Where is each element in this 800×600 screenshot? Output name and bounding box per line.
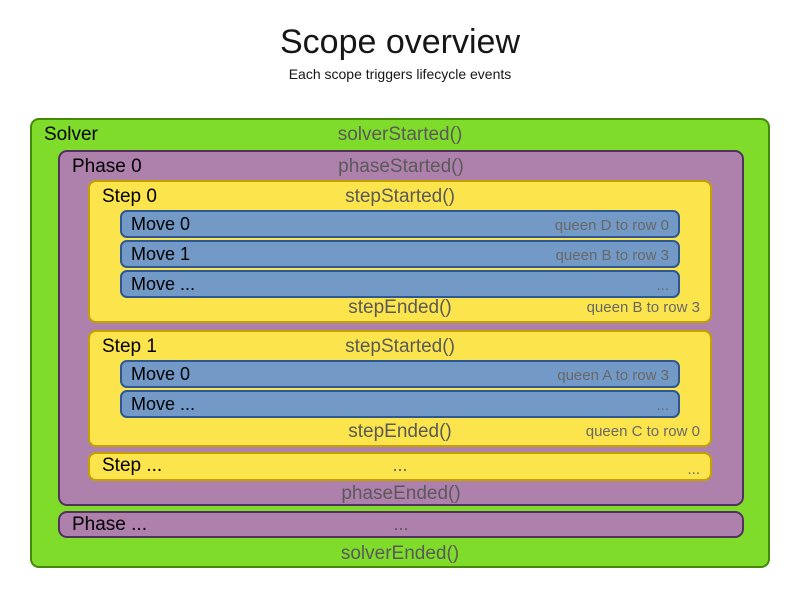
step0-scope-box: Step 0 stepStarted() Move 0 queen D to r… (88, 180, 712, 323)
step-more-box: Step ... ... ... (88, 452, 712, 481)
phase0-header: Phase 0 phaseStarted() (60, 155, 742, 179)
phase0-label: Phase 0 (72, 156, 142, 177)
step1-move0-label: Move 0 (131, 364, 191, 384)
step1-move0-note: queen A to row 3 (557, 367, 669, 384)
phase0-scope-box: Phase 0 phaseStarted() Step 0 stepStarte… (58, 150, 744, 506)
phase-ended-row: phaseEnded() (60, 483, 742, 505)
step0-started-event: stepStarted() (345, 186, 455, 207)
step-more-right-dots: ... (687, 461, 700, 478)
page-title: Scope overview (279, 23, 520, 61)
step-more-center-dots: ... (392, 455, 408, 475)
step0-move0-box: Move 0 queen D to row 0 (120, 210, 680, 238)
phase-more-box: Phase ... ... (58, 511, 744, 538)
step0-ended-note: queen B to row 3 (586, 299, 700, 316)
step0-move-more-note: ... (656, 277, 669, 294)
solver-ended-event: solverEnded() (340, 543, 460, 564)
solver-label: Solver (44, 124, 98, 145)
step0-ended-event: stepEnded() (348, 297, 452, 318)
step1-header: Step 1 stepStarted() (90, 335, 710, 359)
step1-ended-row: stepEnded() queen C to row 0 (90, 421, 710, 442)
solver-scope-box: Solver solverStarted() Phase 0 phaseStar… (30, 118, 770, 568)
step0-move-more-label: Move ... (131, 274, 196, 294)
step0-move1-label: Move 1 (131, 244, 191, 264)
step0-move1-box: Move 1 queen B to row 3 (120, 240, 680, 268)
step1-move0-box: Move 0 queen A to row 3 (120, 360, 680, 388)
step1-ended-event: stepEnded() (348, 421, 452, 442)
phase-more-label: Phase ... (72, 514, 147, 535)
step0-move0-note: queen D to row 0 (554, 217, 669, 234)
step0-label: Step 0 (102, 186, 157, 207)
solver-ended-row: solverEnded() (32, 543, 768, 565)
step0-move-more-box: Move ... ... (120, 270, 680, 298)
solver-header: Solver solverStarted() (32, 123, 768, 147)
step1-label: Step 1 (102, 336, 157, 357)
step0-ended-row: stepEnded() queen B to row 3 (90, 297, 710, 318)
step0-move0-label: Move 0 (131, 214, 191, 234)
step1-ended-note: queen C to row 0 (585, 423, 700, 440)
step1-started-event: stepStarted() (345, 336, 455, 357)
step-more-label: Step ... (102, 455, 163, 476)
step1-move-more-box: Move ... ... (120, 390, 680, 418)
solver-started-event: solverStarted() (337, 124, 463, 145)
page-subtitle: Each scope triggers lifecycle events (288, 66, 512, 82)
phase-ended-event: phaseEnded() (341, 483, 461, 504)
step1-move-more-label: Move ... (131, 394, 196, 414)
step0-header: Step 0 stepStarted() (90, 185, 710, 209)
step0-move1-note: queen B to row 3 (555, 247, 669, 264)
phase-more-center-dots: ... (393, 514, 409, 534)
phase-started-event: phaseStarted() (338, 156, 464, 177)
step1-scope-box: Step 1 stepStarted() Move 0 queen A to r… (88, 330, 712, 447)
step1-move-more-note: ... (656, 397, 669, 414)
